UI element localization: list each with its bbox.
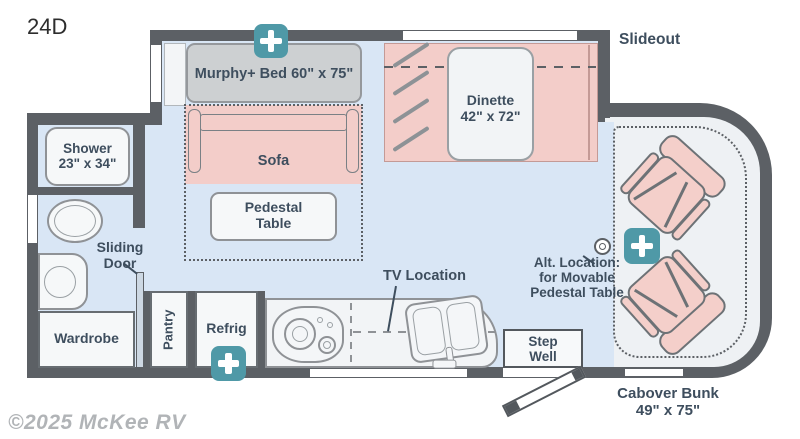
bath-sink-bowl	[44, 266, 76, 298]
bath-divider-wall	[133, 125, 145, 228]
dinette-label: Dinette 42" x 72"	[460, 92, 521, 124]
counter-flip-edge	[350, 303, 352, 365]
wardrobe: Wardrobe	[38, 311, 135, 368]
slideout-label: Slideout	[619, 31, 681, 48]
slideout-right-wall	[598, 30, 610, 118]
slideout-window	[403, 31, 577, 40]
murphy-bed: Murphy+ Bed 60" x 75"	[186, 43, 362, 103]
shower-label: Shower 23" x 34"	[58, 141, 117, 172]
burner-small	[318, 336, 336, 354]
dinette-bench-edge	[588, 45, 590, 160]
model-number: 24D	[27, 14, 68, 39]
sliding-door	[136, 272, 144, 368]
tv-location-label: TV Location	[383, 268, 466, 284]
cab-door-window	[625, 369, 683, 376]
sofa	[185, 105, 362, 184]
sofa-armrest-right	[346, 109, 359, 173]
sliding-door-label: Sliding Door	[96, 239, 144, 271]
watermark: ©2025 McKee RV	[8, 411, 186, 434]
galley-window	[310, 369, 467, 377]
burner-small-inner	[323, 341, 331, 349]
left-wall	[27, 113, 38, 378]
cooktop-knob	[327, 322, 333, 328]
plus-icon	[211, 346, 246, 381]
step-well-label: Step Well	[528, 334, 558, 365]
dinette-table: Dinette 42" x 72"	[447, 47, 534, 161]
cooktop-knob	[317, 317, 323, 323]
left-window	[28, 195, 37, 243]
pantry-left-wall	[143, 291, 150, 368]
cabover-bunk-outline	[613, 126, 747, 358]
murphy-bed-label: Murphy+ Bed 60" x 75"	[194, 66, 354, 82]
murphy-bed-cabinet	[164, 43, 186, 106]
pantry-label: Pantry	[160, 309, 176, 350]
entry-door-latch	[571, 368, 584, 381]
pantry: Pantry	[150, 291, 188, 368]
alt-location-label: Alt. Location: for Movable Pedestal Tabl…	[530, 255, 624, 301]
slideout-top-wall	[150, 30, 610, 41]
plus-icon	[624, 228, 660, 264]
entry-door-opening	[503, 368, 580, 377]
refrig-label: Refrig	[206, 320, 247, 336]
sink-faucet-handle	[432, 359, 457, 369]
pantry-refrig-wall	[188, 291, 195, 368]
shower: Shower 23" x 34"	[45, 127, 130, 186]
sofa-label: Sofa	[257, 153, 290, 169]
cabover-bunk-label: Cabover Bunk 49" x 75"	[617, 385, 719, 419]
step-well: Step Well	[503, 329, 583, 368]
pedestal-table-label: Pedestal Table	[244, 199, 303, 231]
burner-large	[284, 318, 316, 350]
burner-large-inner	[292, 326, 308, 342]
pedestal-table: Pedestal Table	[210, 192, 337, 241]
pedestal-mount-icon-inner	[599, 243, 606, 250]
refrig-counter-wall	[258, 291, 265, 368]
sofa-slide-zone	[184, 104, 363, 261]
bath-top-wall	[27, 113, 153, 125]
wardrobe-label: Wardrobe	[54, 330, 119, 346]
shower-divider-wall	[38, 187, 133, 195]
sofa-armrest-left	[188, 109, 201, 173]
kitchen-sink	[403, 293, 490, 370]
slideout-side-window	[151, 45, 161, 102]
plus-icon	[254, 24, 288, 58]
entry-door-hinge	[504, 400, 521, 415]
toilet-seat	[54, 205, 96, 237]
